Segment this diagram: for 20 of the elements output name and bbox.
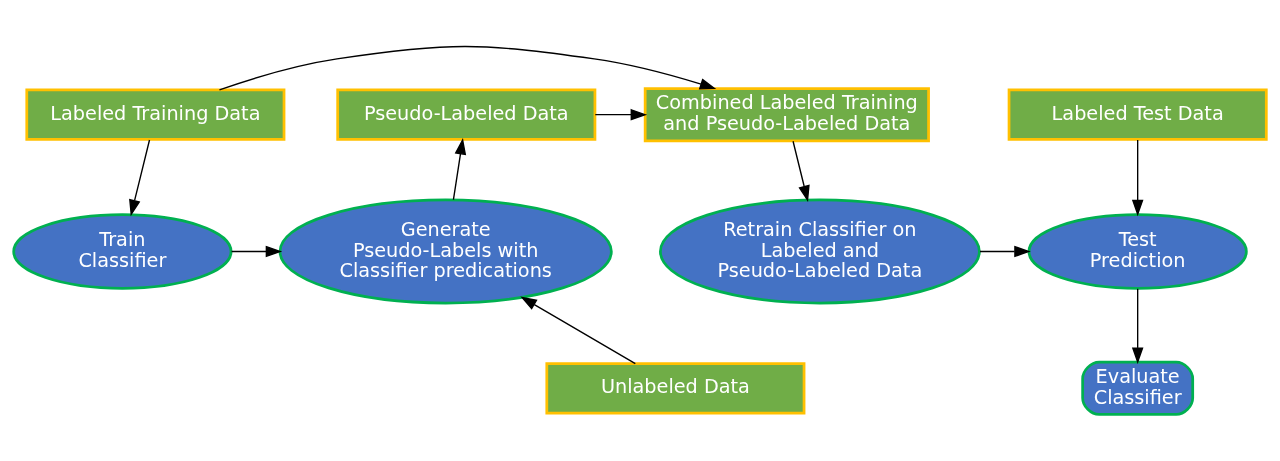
arrow (520, 296, 636, 365)
arrow (129, 139, 151, 217)
arrow (230, 245, 283, 258)
node-ellipse: Test Prediction (1027, 213, 1248, 290)
arrow (1131, 139, 1144, 217)
node-box: Unlabeled Data (545, 362, 806, 415)
node-box: Labeled Test Data (1007, 88, 1268, 141)
node-ellipse: Train Classifier (12, 213, 233, 290)
arrow (1131, 288, 1144, 365)
node-box: Pseudo-Labeled Data (336, 88, 597, 141)
node-box: Evaluate Classifier (1081, 360, 1195, 416)
arrow (218, 45, 717, 91)
node-box: Combined Labeled Training and Pseudo-Labeled Data (643, 87, 930, 143)
arrow (792, 140, 810, 203)
node-ellipse: Generate Pseudo-Labels with Classifier predications (278, 198, 613, 305)
node-ellipse: Retrain Classifier on Labeled and Pseudo-Labeled Data (659, 198, 981, 305)
node-box: Labeled Training Data (25, 88, 286, 141)
arrow (979, 245, 1031, 258)
arrow (452, 137, 467, 201)
arrow (594, 108, 648, 121)
